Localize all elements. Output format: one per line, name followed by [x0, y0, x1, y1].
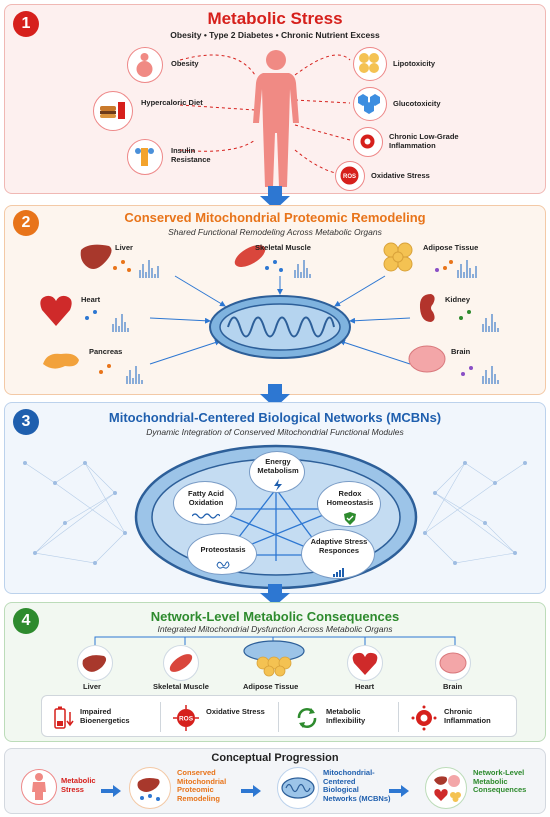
label-insulin-resistance: Insulin Resistance [171, 146, 211, 164]
ros-virus-icon: ROS [335, 161, 365, 191]
label-pancreas: Pancreas [89, 347, 123, 356]
module-energy-metabolism: Energy Metabolism [249, 451, 305, 493]
panel-mcbns: 3 Mitochondrial-Centered Biological Netw… [4, 402, 546, 594]
heart-icon [39, 292, 73, 328]
panel2-arrows [149, 275, 411, 365]
glucose-icon [353, 87, 387, 121]
liver-circle-icon [77, 645, 113, 681]
progression-step-2: Conserved Mitochondrial Proteomic Remode… [177, 768, 227, 803]
label-hypercaloric-diet: Hypercaloric Diet [141, 98, 203, 107]
fat-droplets-icon [353, 47, 387, 81]
inflammation-cell-icon [353, 127, 383, 157]
protein-fold-icon [216, 561, 230, 569]
label-chronic-inflammation: Chronic Low-Grade Inflammation [389, 132, 459, 150]
label-adipose-tissue: Adipose Tissue [423, 243, 479, 252]
insulin-receptor-icon [127, 139, 163, 175]
progression-consequences-icon [425, 767, 467, 809]
p4-label-liver: Liver [83, 682, 101, 691]
panel1-title: Metabolic Stress [207, 9, 343, 28]
down-arrow-3 [258, 584, 292, 610]
adipose-mito-icon [241, 639, 307, 677]
ros-label-2: ROS [179, 716, 194, 723]
battery-low-icon [54, 706, 74, 729]
panel1-connectors [179, 54, 351, 176]
progression-step-3: Mitochondrial-Centered Biological Networ… [323, 768, 391, 803]
ros-label-1: ROS [343, 174, 356, 180]
inflammation-cell-icon-2 [411, 705, 437, 731]
ros-virus-icon-2: ROS [173, 705, 199, 731]
label-obesity: Obesity [171, 59, 199, 68]
network-icon [23, 461, 527, 565]
obesity-icon [127, 47, 163, 83]
module-redox-homeostasis: Redox Homeostasis [317, 481, 381, 527]
outcome-oxidative-stress: Oxidative Stress [206, 707, 265, 716]
down-arrow-1 [258, 186, 292, 212]
bar-chart-icon [333, 568, 344, 577]
panel-proteomic-remodeling: 2 Conserved Mitochondrial Proteomic Remo… [4, 205, 546, 395]
outcome-impaired-bioenergetics: Impaired Bioenergetics [80, 707, 130, 725]
label-glucotoxicity: Glucotoxicity [393, 99, 441, 108]
label-heart: Heart [81, 295, 101, 304]
cycle-arrows-icon [297, 708, 317, 728]
panel4-title: Network-Level Metabolic Consequences [150, 609, 400, 624]
liver-icon [79, 240, 115, 274]
pancreas-icon [41, 346, 81, 374]
step-number-1: 1 [13, 11, 39, 37]
outcome-metabolic-inflexibility: Metabolic Inflexibility [326, 707, 366, 725]
progression-mcbn-icon [277, 767, 319, 809]
panel5-title: Conceptual Progression [211, 752, 339, 764]
label-brain: Brain [451, 347, 471, 356]
heart-circle-icon [347, 645, 383, 681]
panel3-title: Mitochondrial-Centered Biological Networ… [108, 410, 442, 425]
progression-step-1: Metabolic Stress [61, 776, 96, 794]
outcome-chronic-inflammation: Chronic Inflammation [444, 707, 491, 725]
lightning-icon [274, 479, 282, 491]
label-liver: Liver [115, 243, 133, 252]
kidney-icon [417, 292, 441, 324]
muscle-icon [230, 240, 270, 272]
step-number-2: 2 [13, 210, 39, 236]
p4-label-skeletal-muscle: Skeletal Muscle [153, 682, 209, 691]
module-fatty-acid-oxidation: Fatty Acid Oxidation [173, 481, 237, 525]
down-arrow-2 [258, 384, 292, 410]
p4-label-adipose-tissue: Adipose Tissue [243, 682, 299, 691]
label-oxidative-stress: Oxidative Stress [371, 171, 430, 180]
shield-check-icon [344, 512, 356, 525]
step-number-3: 3 [13, 409, 39, 435]
label-skeletal-muscle: Skeletal Muscle [255, 243, 311, 252]
panel1-subtitle: Obesity • Type 2 Diabetes • Chronic Nutr… [170, 30, 380, 40]
brain-icon [407, 344, 447, 376]
panel-network-consequences: 4 Network-Level Metabolic Consequences I… [4, 602, 546, 742]
panel-conceptual-progression: Conceptual Progression Metabolic Stress … [4, 748, 546, 814]
p4-label-brain: Brain [443, 682, 463, 691]
outcome-row: Impaired Bioenergetics ROS Oxidative Str… [41, 695, 517, 737]
panel2-subtitle: Shared Functional Remodeling Across Meta… [168, 227, 382, 237]
muscle-circle-icon [163, 645, 199, 681]
label-kidney: Kidney [445, 295, 471, 304]
progression-body-icon [21, 769, 57, 805]
progression-remodeling-icon [129, 767, 171, 809]
panel4-connectors [94, 636, 456, 645]
adipose-icon [381, 240, 419, 274]
burger-drink-icon [93, 91, 133, 131]
label-lipotoxicity: Lipotoxicity [393, 59, 436, 68]
progression-step-4: Network-Level Metabolic Consequences [473, 768, 527, 795]
human-body-icon [249, 49, 303, 191]
module-proteostasis: Proteostasis [187, 533, 257, 575]
bar-spectrum-icons [85, 260, 499, 384]
mitochondrion-icon [208, 294, 352, 360]
panel2-title: Conserved Mitochondrial Proteomic Remode… [124, 210, 426, 225]
p4-label-heart: Heart [355, 682, 375, 691]
wave-icon [192, 513, 220, 519]
step-number-4: 4 [13, 608, 39, 634]
panel3-subtitle: Dynamic Integration of Conserved Mitocho… [146, 427, 404, 437]
progression-arrows [101, 785, 409, 797]
panel-metabolic-stress: 1 Metabolic Stress Obesity • Type 2 Diab… [4, 4, 546, 194]
panel4-subtitle: Integrated Mitochondrial Dysfunction Acr… [157, 624, 393, 634]
brain-circle-icon [435, 645, 471, 681]
module-adaptive-stress: Adaptive Stress Responces [301, 529, 375, 579]
